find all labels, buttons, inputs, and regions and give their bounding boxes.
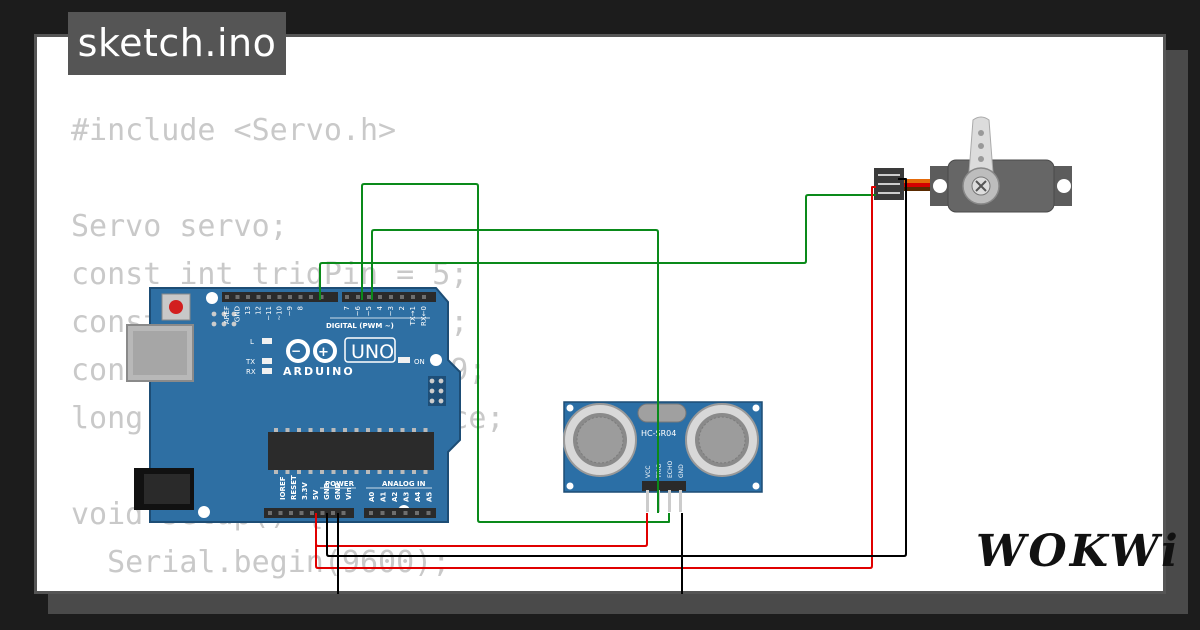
sensor-pin-label: VCC	[645, 466, 652, 478]
svg-text:+: +	[318, 345, 329, 360]
digital-pin-label: 13	[244, 306, 252, 315]
digital-pin-label: 12	[255, 306, 263, 315]
atmega-chip	[268, 432, 434, 470]
wokwi-logo: WOKWi	[976, 526, 1181, 577]
digital-pin-label: RX←0	[420, 306, 428, 326]
digital-pin-label: ~9	[286, 306, 294, 316]
code-line: const int trigPin = 5;	[71, 257, 469, 292]
analog-pin-label: A0	[368, 492, 376, 502]
digital-pin-label: TX→1	[409, 306, 417, 326]
wire-echo	[361, 183, 670, 523]
servo-motor[interactable]	[874, 116, 1072, 213]
digital-pin-label: AREF	[223, 306, 231, 324]
led-tx	[262, 358, 272, 364]
analog-pin-label: A2	[391, 492, 399, 502]
digital-pin-label: 4	[376, 305, 384, 310]
power-label: POWER	[325, 480, 355, 488]
power-pin-label: IOREF	[279, 476, 287, 500]
analog-pin-label: A3	[403, 492, 411, 502]
digital-pin-label: GND	[234, 306, 242, 322]
arduino-logo-icon	[286, 339, 337, 363]
svg-text:−: −	[291, 344, 301, 358]
led-rx-label: RX	[246, 368, 256, 376]
power-header[interactable]	[264, 508, 354, 518]
wire-servo-vcc	[315, 186, 876, 569]
board-brand: ARDUINO	[283, 365, 355, 378]
analog-header[interactable]	[364, 508, 436, 518]
power-pin-label: RESET	[290, 475, 298, 500]
code-line: Servo servo;	[71, 209, 288, 244]
digital-pin-label: ~11	[265, 306, 273, 321]
transducer-right-icon	[685, 403, 759, 477]
led-rx	[262, 368, 272, 374]
led-l	[262, 338, 272, 344]
power-pin-label: 5V	[312, 489, 320, 500]
analog-pin-label: A5	[426, 492, 434, 502]
power-pin-label: Vin	[345, 487, 353, 500]
crystal-icon	[637, 403, 687, 423]
digital-pin-label: 7	[343, 306, 351, 310]
digital-pin-label: 8	[297, 306, 305, 310]
wires	[315, 178, 907, 594]
code-line: #include <Servo.h>	[71, 113, 397, 148]
sensor-pin-label: GND	[678, 464, 685, 478]
power-pin-label: GND	[334, 482, 342, 500]
sensor-pin-label: ECHO	[667, 461, 674, 478]
analog-label: ANALOG IN	[382, 480, 426, 488]
wire-trig	[371, 229, 659, 513]
power-pin-label: 3.3V	[301, 482, 309, 500]
led-on	[398, 357, 410, 363]
analog-pin-label: A4	[414, 492, 422, 502]
power-pin-label: GND	[323, 482, 331, 500]
board-model: UNO	[351, 341, 394, 363]
digital-pin-label: ~10	[276, 306, 284, 321]
file-tab[interactable]: sketch.ino	[68, 12, 286, 75]
transducer-left-icon	[563, 403, 637, 477]
digital-label: DIGITAL (PWM ~)	[326, 322, 394, 330]
wire-servo-signal	[319, 194, 876, 300]
led-tx-label: TX	[245, 358, 255, 366]
analog-pin-label: A1	[380, 492, 388, 502]
led-on-label: ON	[414, 358, 425, 366]
sensor-pin-label: TRIG	[656, 463, 663, 479]
digital-pin-label: ~3	[387, 306, 395, 316]
code-line: Serial.begin(9600);	[71, 545, 451, 580]
digital-pin-label: ~5	[365, 306, 373, 316]
digital-pin-label: 2	[398, 306, 406, 310]
led-l-label: L	[250, 338, 254, 346]
digital-pin-label: ~6	[354, 305, 362, 316]
wire-servo-gnd	[326, 178, 907, 557]
